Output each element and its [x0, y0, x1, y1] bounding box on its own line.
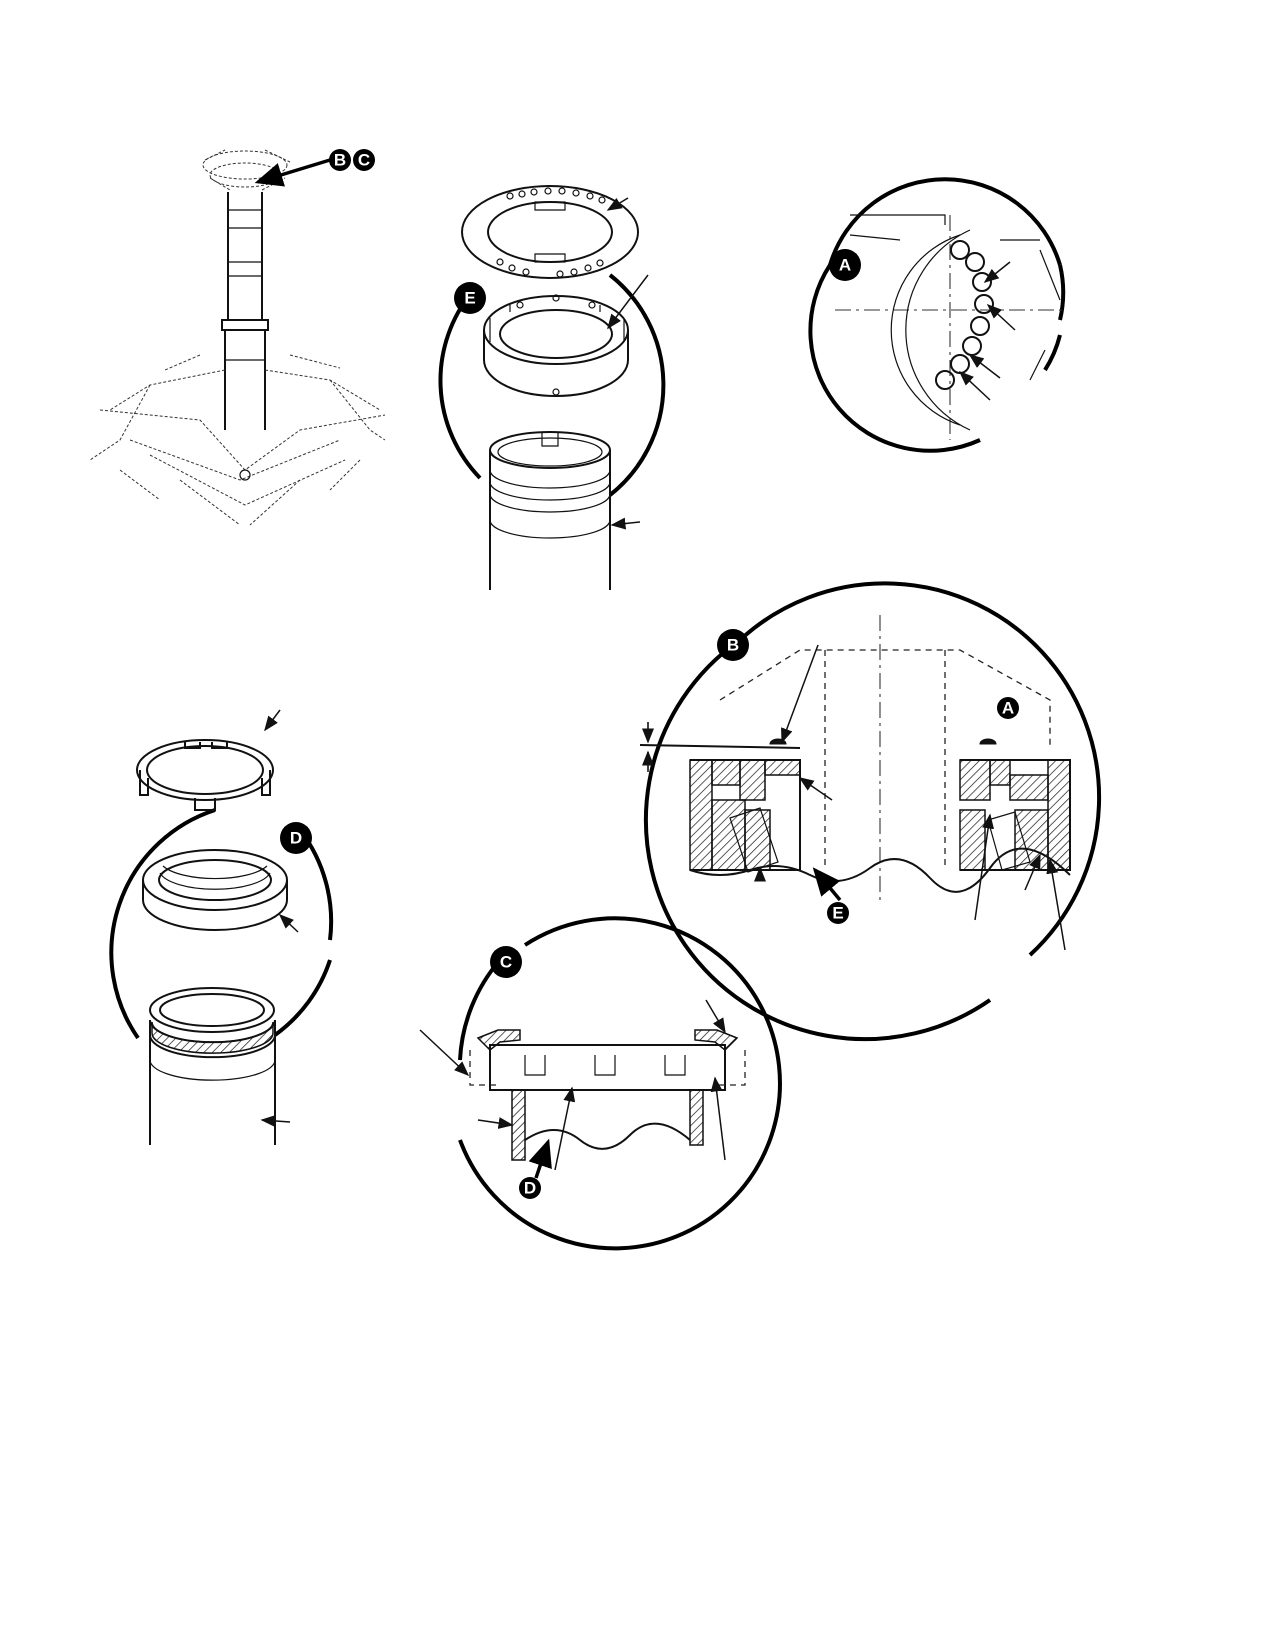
svg-text:C: C [358, 151, 370, 170]
callout-b-top: B [329, 149, 351, 171]
callout-d-detail-c: D [519, 1177, 541, 1199]
svg-text:D: D [290, 829, 302, 848]
exploded-view-d [109, 709, 334, 1145]
detail-a-bearing-closeup [808, 177, 1066, 453]
svg-text:C: C [500, 953, 512, 972]
callout-b-detail: B [717, 629, 749, 661]
callout-a-detail-b: A [997, 697, 1019, 719]
shaft-assembly-overview [89, 149, 386, 526]
svg-text:E: E [832, 904, 843, 923]
callout-e: E [454, 282, 486, 314]
svg-text:B: B [727, 636, 739, 655]
svg-text:E: E [464, 289, 475, 308]
callout-c-top: C [353, 149, 375, 171]
bearing-ring-holes [496, 187, 606, 278]
callout-e-detail-b: E [827, 902, 849, 924]
svg-text:A: A [839, 256, 851, 275]
svg-text:D: D [524, 1179, 536, 1198]
exploded-view-e [438, 185, 666, 590]
callout-d: D [280, 822, 312, 854]
svg-text:A: A [1002, 699, 1014, 718]
detail-c-cross-section [419, 916, 782, 1251]
callout-c-detail: C [490, 946, 522, 978]
detail-b-cross-section [639, 581, 1102, 1042]
svg-text:B: B [334, 151, 346, 170]
callout-a: A [829, 249, 861, 281]
